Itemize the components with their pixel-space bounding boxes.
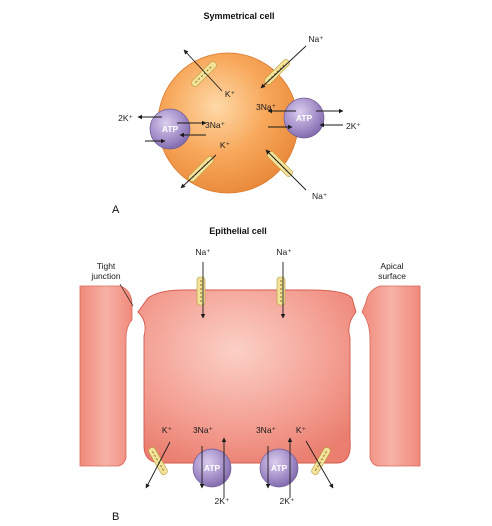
neighbor-cell-left	[79, 285, 133, 467]
atp-right-label: ATP	[296, 113, 313, 123]
na-top-label: Na⁺	[308, 34, 324, 44]
apical-surface-label-1: Apical	[380, 261, 403, 271]
panel-b-letter: B	[112, 511, 119, 523]
na-left-in-label: 3Na⁺	[205, 120, 226, 130]
k-top-label: K⁺	[225, 89, 236, 99]
apical-na-channel-1	[196, 262, 206, 319]
epithelial-cell	[137, 289, 357, 464]
na-right-in-label: 3Na⁺	[256, 102, 277, 112]
k-channel-bottom-left	[180, 154, 217, 189]
basolateral-atp-pump-2: ATP	[259, 437, 299, 498]
k-channel-top-left	[183, 49, 223, 92]
k-left-label: K⁺	[162, 425, 173, 435]
na-apical-2-label: Na⁺	[276, 247, 292, 257]
panel-a-letter: A	[112, 204, 120, 216]
apical-na-channel-2	[276, 262, 286, 319]
atp-2-label: ATP	[271, 463, 288, 473]
panel-b-title: Epithelial cell	[209, 226, 267, 236]
na-bottom-label: Na⁺	[312, 191, 328, 201]
na-apical-1-label: Na⁺	[195, 247, 211, 257]
apical-surface-label-2: surface	[378, 271, 406, 281]
tight-junction-pointer	[119, 283, 134, 307]
tight-junction-label-2: junction	[90, 271, 121, 281]
na-channel-bottom-right	[265, 149, 307, 191]
tight-junction-label-1: Tight	[97, 261, 116, 271]
na-pump-2-label: 3Na⁺	[256, 425, 277, 435]
basolateral-k-channel-right	[305, 440, 334, 489]
k-pump-2-label: 2K⁺	[280, 496, 295, 506]
atp-pump-right: ATP	[267, 97, 344, 139]
atp-left-label: ATP	[162, 124, 179, 134]
basolateral-k-channel-left	[145, 441, 171, 489]
neighbor-cell-right	[361, 285, 421, 467]
na-channel-top-right	[260, 45, 307, 89]
k-pump-1-label: 2K⁺	[215, 496, 230, 506]
k-right-out-label: 2K⁺	[346, 121, 361, 131]
atp-pump-left: ATP	[137, 108, 207, 150]
na-pump-1-label: 3Na⁺	[193, 425, 214, 435]
k-right-label: K⁺	[296, 425, 307, 435]
k-lower-label: K⁺	[220, 140, 231, 150]
basolateral-atp-pump-1: ATP	[192, 437, 232, 498]
panel-a-title: Symmetrical cell	[203, 11, 274, 21]
atp-1-label: ATP	[204, 463, 221, 473]
k-left-out-label: 2K⁺	[118, 113, 133, 123]
